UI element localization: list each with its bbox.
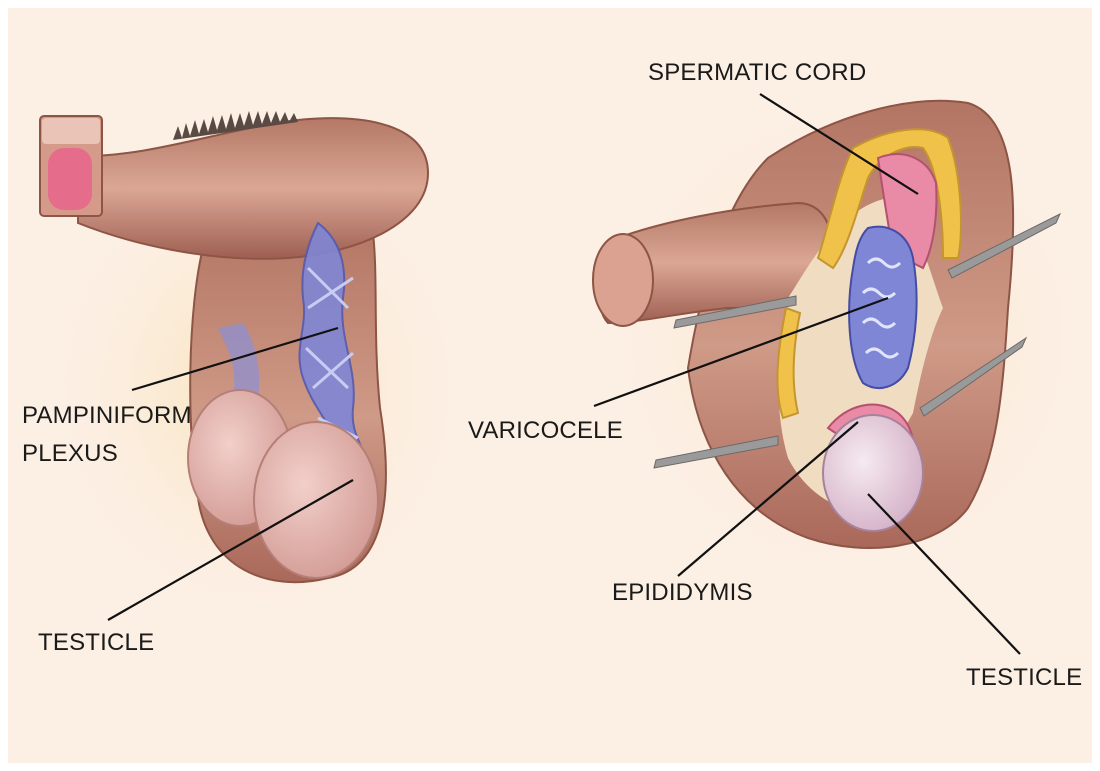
label-testicle-right: TESTICLE xyxy=(966,664,1083,691)
label-pampiniform-line2: PLEXUS xyxy=(22,440,118,467)
leader-epididymis xyxy=(677,421,859,577)
label-varicocele: VARICOCELE xyxy=(468,417,623,444)
leader-testicle-right xyxy=(867,493,1021,655)
clamp-mid-right xyxy=(919,336,1028,417)
label-pampiniform-line1: PAMPINIFORM xyxy=(22,402,192,429)
leader-pampiniform xyxy=(131,326,339,392)
clamp-top-right xyxy=(947,212,1062,279)
vein-mesh xyxy=(304,266,359,440)
leader-testicle-left xyxy=(107,479,354,621)
label-spermatic-cord: SPERMATIC CORD xyxy=(648,59,867,86)
right-testicle xyxy=(822,414,924,532)
illustration-canvas: PAMPINIFORM PLEXUS TESTICLE SPERMATIC CO… xyxy=(8,8,1092,763)
varicocele-veins xyxy=(848,225,918,389)
fat-layer xyxy=(816,128,962,270)
anatomy-artwork xyxy=(28,78,1092,655)
vein-highlights xyxy=(861,257,902,359)
leader-varicocele xyxy=(593,296,889,408)
label-testicle-left: TESTICLE xyxy=(38,629,155,656)
pubic-hair xyxy=(173,111,298,140)
label-epididymis: EPIDIDYMIS xyxy=(612,579,753,606)
clamp-bottom-left xyxy=(653,435,779,469)
leader-lines xyxy=(107,93,1021,655)
right-glans xyxy=(592,233,654,327)
clamp-mid-left xyxy=(673,295,797,329)
leader-spermatic-cord xyxy=(759,93,919,195)
right-figure-dissection-view xyxy=(588,78,1092,598)
secondary-veins xyxy=(218,323,260,398)
left-penis-shaft xyxy=(77,117,430,260)
left-cut-top xyxy=(42,118,100,144)
left-cut-core xyxy=(48,148,92,210)
left-figure-external-view xyxy=(28,111,488,638)
